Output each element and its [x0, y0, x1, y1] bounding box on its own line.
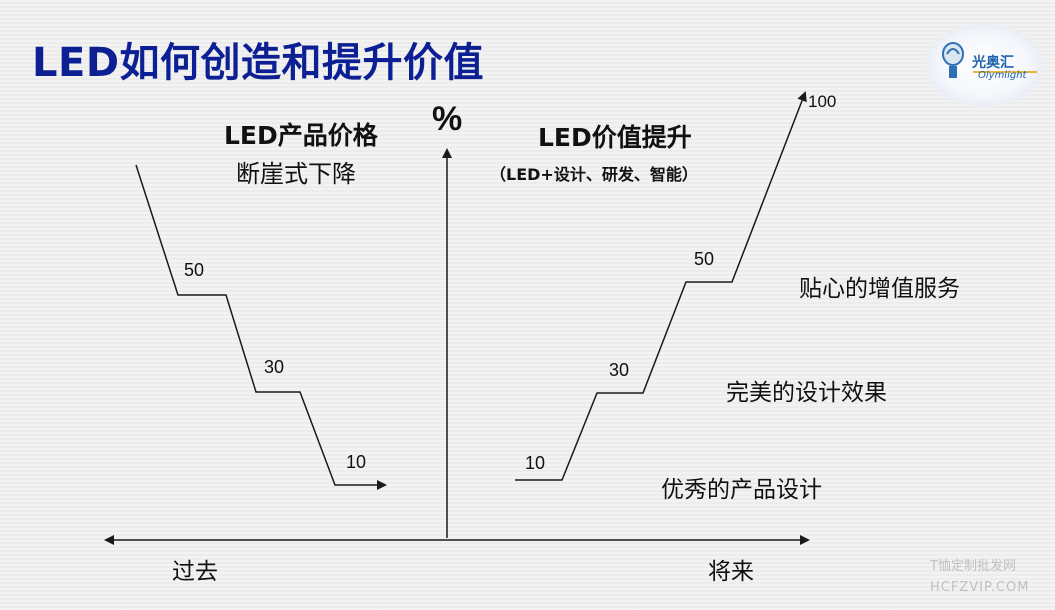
- company-logo: [925, 24, 1043, 106]
- benefit-label-design-effect: 完美的设计效果: [726, 380, 887, 406]
- benefit-label-product-design: 优秀的产品设计: [661, 477, 822, 503]
- right-step-label-100: 100: [808, 92, 836, 111]
- x-axis-past-label: 过去: [172, 559, 218, 585]
- watermark-line1: T恤定制批发网: [930, 559, 1016, 574]
- y-axis-unit: %: [432, 100, 462, 138]
- right-subheading: （LED+设计、研发、智能）: [490, 165, 698, 184]
- x-axis-future-label: 将来: [708, 559, 754, 585]
- price-decline-line: [135, 164, 387, 490]
- value-rise-line: [515, 91, 807, 481]
- slide-title: LED如何创造和提升价值: [32, 40, 485, 86]
- right-heading: LED价值提升: [538, 123, 692, 152]
- benefit-label-value-service: 贴心的增值服务: [799, 276, 960, 302]
- left-heading-line1: LED产品价格: [224, 121, 379, 150]
- logo-name: 光奥汇: [972, 55, 1014, 71]
- lightbulb-icon: [942, 42, 1037, 78]
- left-heading-line2: 断崖式下降: [236, 160, 356, 188]
- right-step-label-10: 10: [525, 453, 545, 473]
- watermark-line2: HCFZVIP.COM: [930, 580, 1030, 595]
- right-step-label-30: 30: [609, 360, 629, 380]
- left-step-label-30: 30: [264, 357, 284, 377]
- left-step-label-10: 10: [346, 452, 366, 472]
- left-step-label-50: 50: [184, 260, 204, 280]
- right-step-label-50: 50: [694, 249, 714, 269]
- logo-subtext: Olymlight: [978, 70, 1027, 81]
